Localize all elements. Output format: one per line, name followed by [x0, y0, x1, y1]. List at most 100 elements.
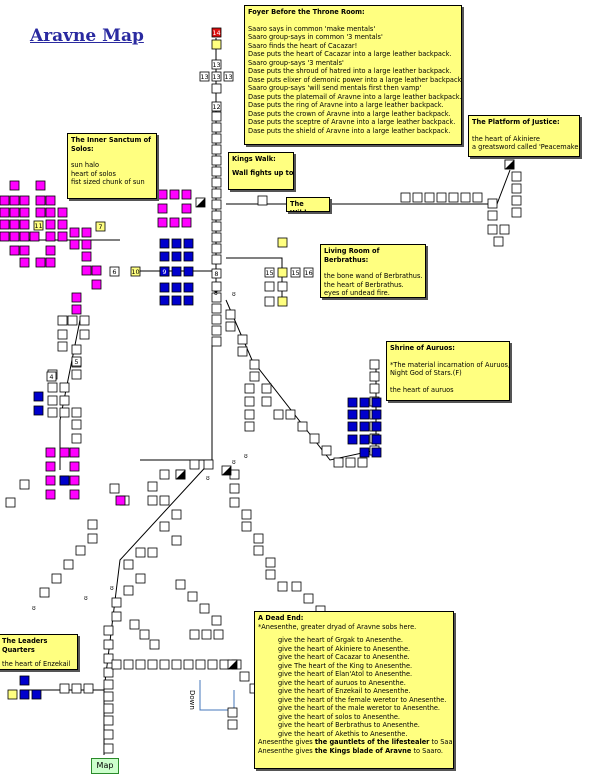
map-room: [347, 421, 358, 432]
note-line: Saaro finds the heart of Cacazar!: [248, 41, 358, 50]
map-room: [103, 625, 114, 636]
map-button[interactable]: Map: [91, 758, 119, 774]
map-room: [47, 382, 58, 393]
map-room: [183, 251, 194, 262]
map-room: [241, 509, 252, 520]
room-13: [211, 59, 222, 70]
note-line: give the heart of Grgak to Anesenthe.: [278, 636, 404, 644]
map-room: [213, 629, 224, 640]
map-room: [69, 227, 80, 238]
stair-marker: [222, 466, 231, 475]
note-berbrathus-title: Living Room of Berbrathus:: [324, 247, 380, 264]
map-room: [59, 447, 70, 458]
room-7: [95, 221, 106, 232]
map-room: [291, 581, 302, 592]
note-line: Dase puts the shield of Aravne into a la…: [248, 126, 451, 135]
note-dead-end: A Dead End: *Anesenthe, greater dryad of…: [254, 611, 454, 769]
map-room: [201, 629, 212, 640]
room-number-label: 9: [162, 268, 166, 276]
map-room: [277, 281, 288, 292]
note-foyer-title: Foyer Before the Throne Room:: [248, 8, 365, 16]
note-auruos-title: Shrine of Auruos:: [390, 344, 455, 352]
room-10: [130, 266, 141, 277]
map-room: [261, 396, 272, 407]
map-room: [59, 683, 70, 694]
map-room: [19, 195, 30, 206]
room-number-label: 12: [212, 103, 220, 111]
note-dead-end-gives: give the heart of Grgak to Anesenthe. giv…: [258, 636, 450, 738]
room-number-label: 13: [200, 73, 208, 81]
map-room: [400, 192, 411, 203]
map-room: [69, 447, 80, 458]
map-room: [225, 309, 236, 320]
map-room: [59, 475, 70, 486]
note-auruos-line-1: *The material incarnation of Auruos,: [390, 360, 510, 369]
map-room: [103, 667, 114, 678]
map-room: [159, 282, 170, 293]
map-room: [45, 475, 56, 486]
map-room: [359, 447, 370, 458]
map-room: [359, 434, 370, 445]
room-number-label: 13: [224, 73, 232, 81]
map-room: [59, 382, 70, 393]
note-foyer: Foyer Before the Throne Room: Saaro says…: [244, 5, 462, 145]
map-room: [183, 295, 194, 306]
map-room: [359, 409, 370, 420]
map-room: [9, 219, 20, 230]
map-room: [211, 615, 222, 626]
map-room: [171, 238, 182, 249]
map-room: [5, 497, 16, 508]
map-room: [303, 593, 314, 604]
map-room: [261, 383, 272, 394]
map-room: [171, 266, 182, 277]
room-number-label: 13: [212, 73, 220, 81]
note-line: give the heart of solos to Anesenthe.: [278, 712, 401, 721]
map-room: [71, 292, 82, 303]
map-room: [81, 265, 92, 276]
map-room: [297, 421, 308, 432]
map-room: [45, 231, 56, 242]
stair-glyph: ʊ: [244, 453, 248, 460]
map-room: [249, 359, 260, 370]
map-room: [511, 171, 522, 182]
map-title: Aravne Map: [30, 26, 144, 46]
map-room: [39, 587, 50, 598]
map-room: [103, 743, 114, 754]
map-room: [189, 459, 200, 470]
note-line: heart of solos: [71, 169, 116, 178]
map-room: [241, 521, 252, 532]
room-number-label: 16: [304, 269, 312, 277]
room-9: [159, 266, 170, 277]
map-room: [7, 689, 18, 700]
map-room: [244, 396, 255, 407]
note-line: Wall fights up to throne room: [232, 168, 294, 177]
stair-marker: [505, 160, 514, 169]
map-room: [171, 509, 182, 520]
map-room: [57, 341, 68, 352]
map-room: [19, 245, 30, 256]
map-room: [79, 315, 90, 326]
map-room: [129, 619, 140, 630]
note-line: sun halo: [71, 161, 99, 169]
map-room: [51, 573, 62, 584]
note-dead-end-reward-2: Anesenthe gives the Kings blade of Aravn…: [258, 746, 444, 755]
map-room: [239, 671, 250, 682]
map-room: [369, 383, 380, 394]
map-room: [157, 203, 168, 214]
note-leaders-quarters: The Leaders Quarters the heart of Enzeka…: [0, 634, 78, 670]
map-room: [487, 224, 498, 235]
map-room: [159, 251, 170, 262]
map-room: [159, 469, 170, 480]
room-number-label: 11: [34, 222, 42, 230]
map-room: [111, 659, 122, 670]
map-room: [187, 591, 198, 602]
map-room: [181, 189, 192, 200]
map-room: [45, 219, 56, 230]
note-dead-end-title: A Dead End:: [258, 614, 304, 622]
room-number-label: 13: [212, 61, 220, 69]
map-room: [69, 239, 80, 250]
note-line: give the heart of Elan'Atol to Anesenthe…: [278, 670, 413, 678]
stair-marker: [228, 660, 237, 669]
map-room: [189, 629, 200, 640]
